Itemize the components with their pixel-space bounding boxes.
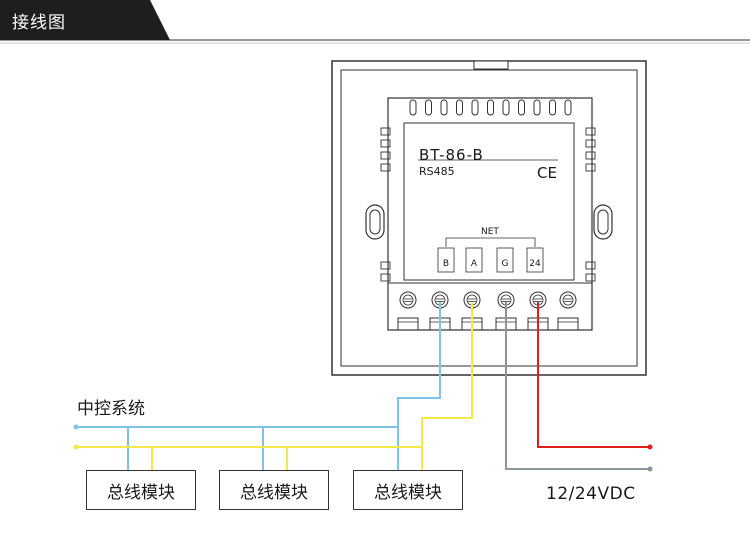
power-label: 12/24VDC xyxy=(546,484,636,504)
mount-hole-left-inner xyxy=(369,209,381,235)
screw-head xyxy=(402,294,414,306)
screw xyxy=(399,291,417,309)
terminal-label-b: B xyxy=(442,259,450,269)
device-inner-frame xyxy=(340,69,638,367)
wire-blue-end xyxy=(73,424,79,430)
vent-slot xyxy=(502,99,510,116)
wire-red-power xyxy=(537,302,650,448)
vent-slot xyxy=(471,99,479,116)
mount-hole-right xyxy=(593,204,613,240)
vent-slot xyxy=(549,99,556,116)
terminal-box-a xyxy=(465,247,483,273)
wire-blue-device xyxy=(397,302,441,470)
header-tab-shape xyxy=(0,0,170,40)
terminal-screws xyxy=(397,291,579,331)
side-clips xyxy=(380,127,596,282)
side-clip-right xyxy=(585,139,596,148)
vent-slot xyxy=(518,99,525,116)
vent-slot xyxy=(425,99,432,116)
side-clip-right xyxy=(585,273,596,282)
net-bracket xyxy=(445,237,536,247)
vent-slot xyxy=(440,99,448,116)
terminal-label-24: 24 xyxy=(529,259,541,269)
wire-grey-ground xyxy=(505,302,650,470)
side-clip-left xyxy=(380,139,391,148)
terminal-clamp xyxy=(557,317,579,331)
side-clip-left xyxy=(380,127,391,136)
side-clip-right xyxy=(585,163,596,172)
side-clip-left xyxy=(380,163,391,172)
terminal-label-g: G xyxy=(501,259,509,269)
bus-module-2: 总线模块 xyxy=(219,470,329,510)
header-tab: 接线图 xyxy=(0,0,170,40)
vent-slot xyxy=(409,99,417,116)
device-model: BT-86-B xyxy=(419,146,484,164)
module-body xyxy=(387,97,593,331)
terminal-box-b xyxy=(437,247,455,273)
side-clip-left xyxy=(380,151,391,160)
vent-slot xyxy=(456,99,463,116)
device-protocol: RS485 xyxy=(419,165,455,178)
wire-yellow-device xyxy=(421,302,473,470)
mount-hole-left xyxy=(365,204,385,240)
bus-module-3-label: 总线模块 xyxy=(374,482,442,503)
terminal-box-24 xyxy=(526,247,544,273)
bus-module-3: 总线模块 xyxy=(353,470,463,510)
side-clip-right xyxy=(585,261,596,270)
screw-head xyxy=(562,294,574,306)
side-clip-right xyxy=(585,127,596,136)
terminal-label-a: A xyxy=(470,259,478,269)
terminal-clamp xyxy=(397,317,419,331)
side-clip-left xyxy=(380,273,391,282)
mount-hole-right-inner xyxy=(597,209,609,235)
side-clip-right xyxy=(585,151,596,160)
screw xyxy=(559,291,577,309)
header-title: 接线图 xyxy=(12,13,66,33)
ce-mark: CE xyxy=(537,164,557,182)
vent-slot xyxy=(533,99,541,116)
net-label: NET xyxy=(481,227,499,237)
wire-red-end xyxy=(647,444,653,450)
terminal-box-g xyxy=(496,247,514,273)
vent-slot xyxy=(487,99,494,116)
wire-yellow-end xyxy=(73,444,79,450)
top-vent-slots xyxy=(409,99,572,116)
side-clip-left xyxy=(380,261,391,270)
label-panel xyxy=(403,122,575,281)
top-notch xyxy=(473,60,509,70)
bus-module-1-label: 总线模块 xyxy=(107,482,175,503)
wire-grey-end xyxy=(647,466,653,472)
bus-module-2-label: 总线模块 xyxy=(240,482,308,503)
device-outer-frame xyxy=(331,60,647,376)
control-system-label: 中控系统 xyxy=(77,399,145,419)
bus-module-1: 总线模块 xyxy=(86,470,196,510)
vent-slot xyxy=(564,99,572,116)
